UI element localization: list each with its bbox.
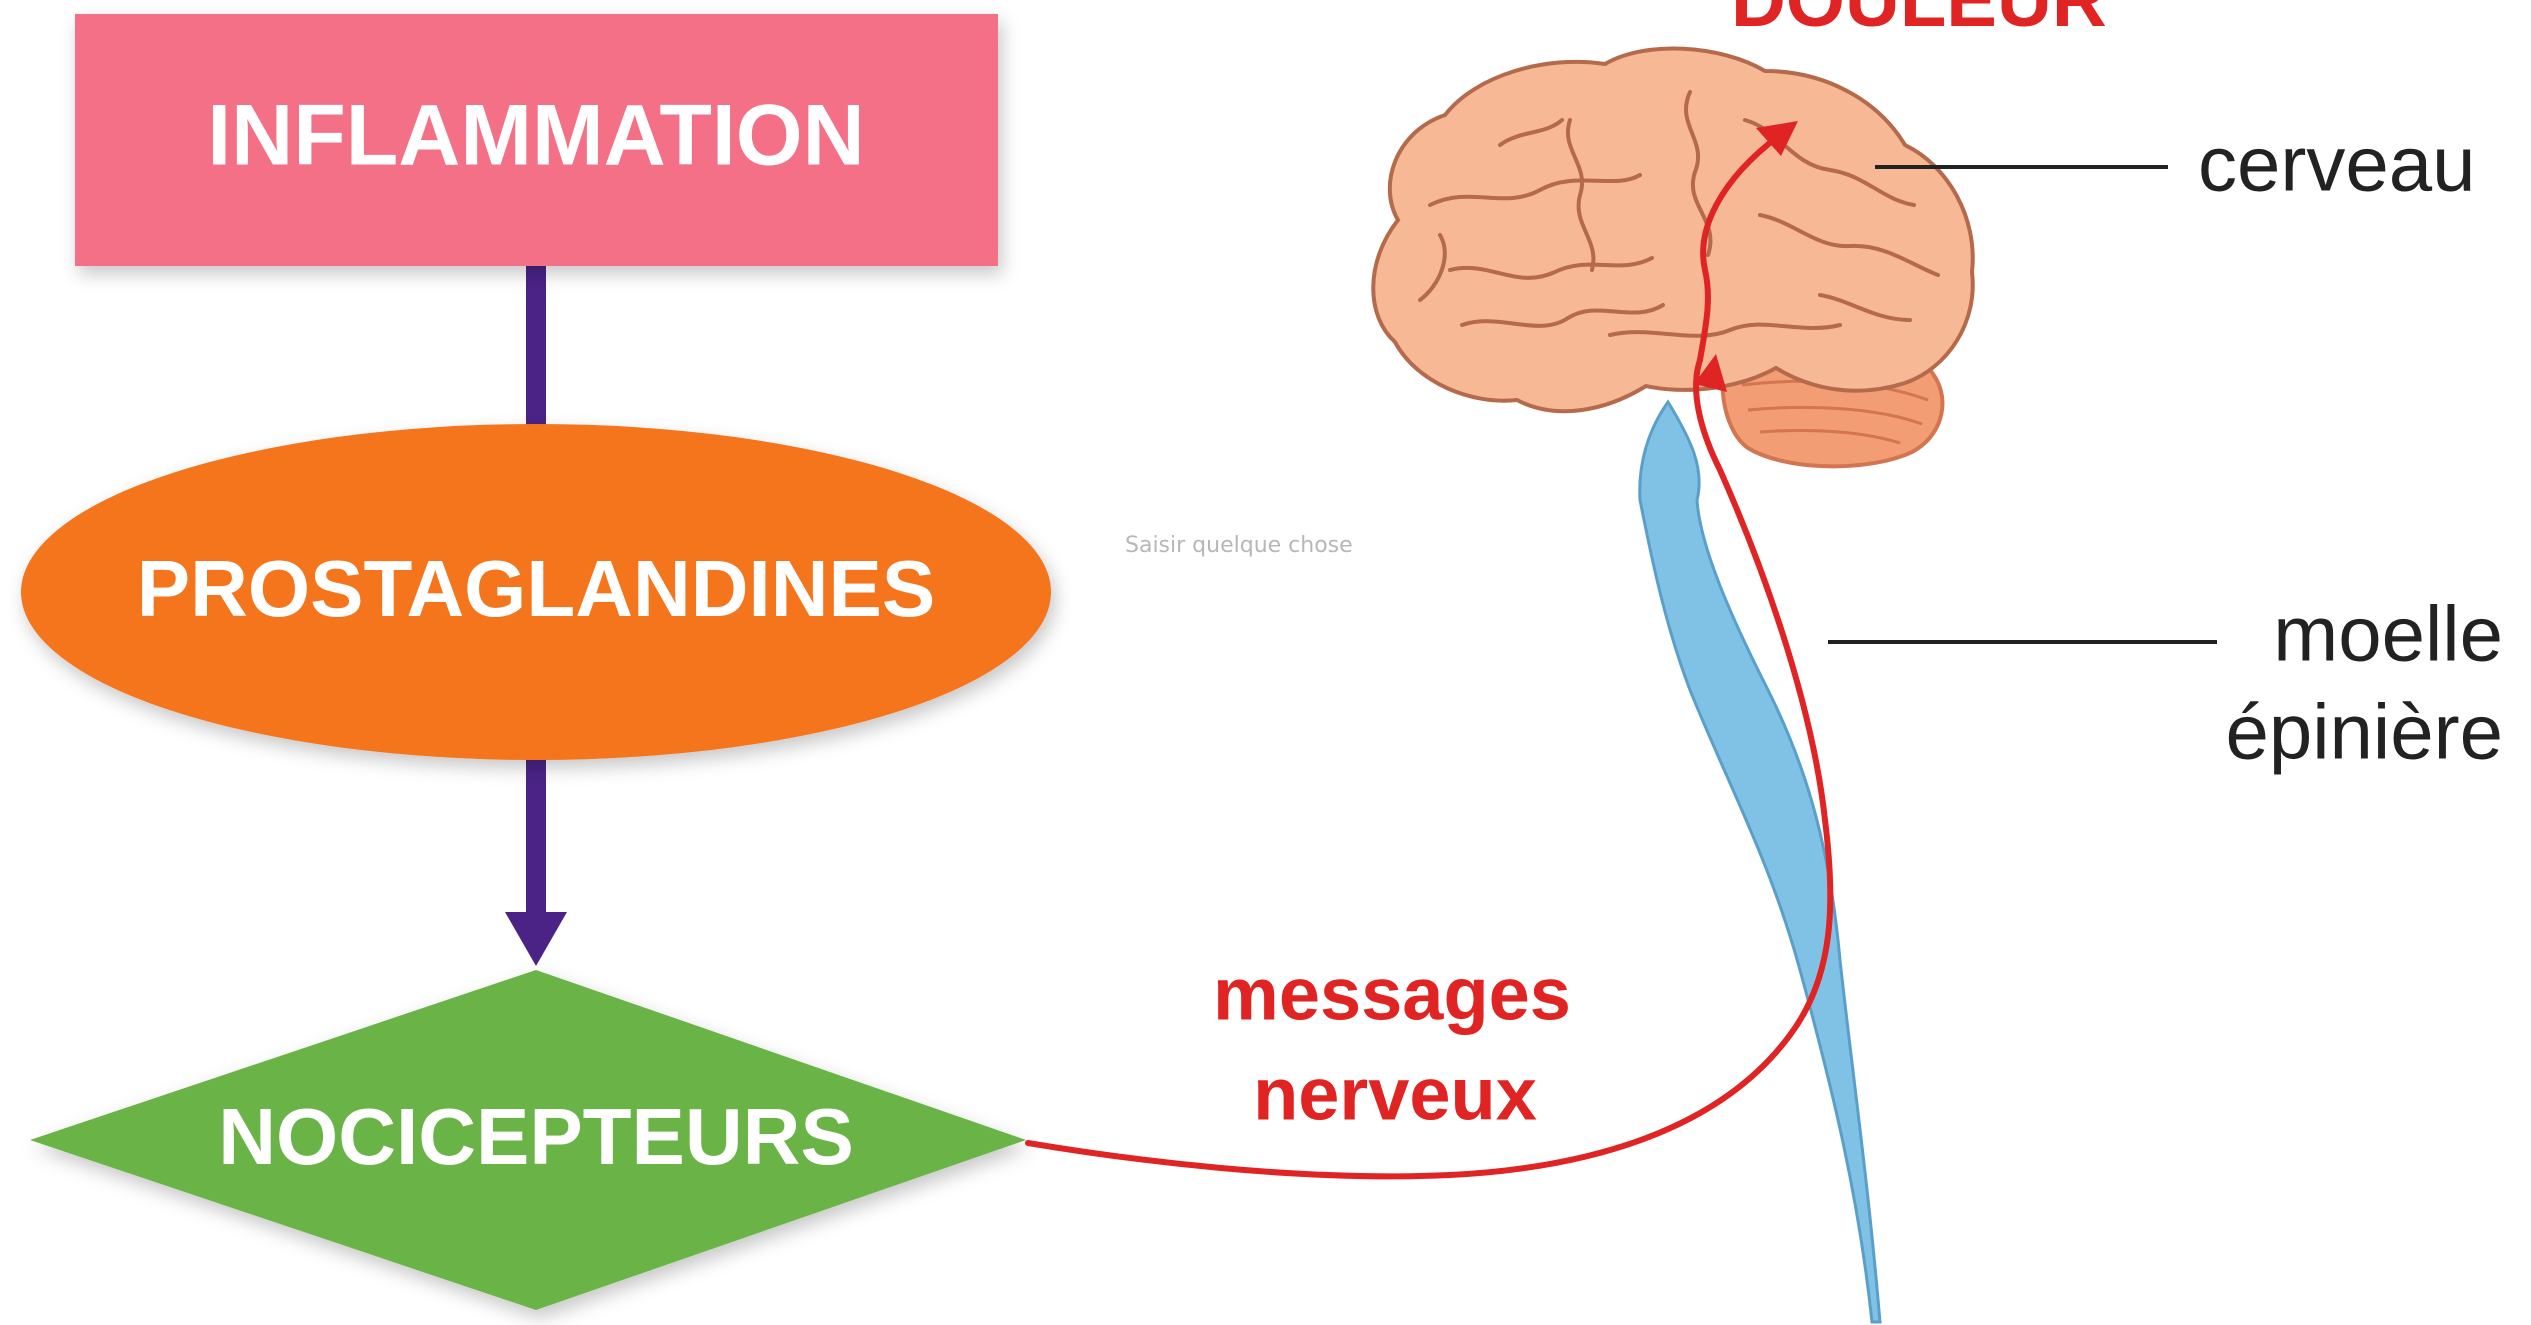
arrow-to-nocicepteurs xyxy=(505,912,567,966)
inflammation-label: INFLAMMATION xyxy=(207,88,865,184)
cerveau-label: cerveau xyxy=(2198,120,2476,208)
nocicepteurs-diamond xyxy=(30,970,1026,1310)
nerve-message-path xyxy=(1025,132,1834,1180)
nerve-arrow-lower xyxy=(1694,354,1727,392)
left-flowchart: INFLAMMATION PROSTAGLANDINES NOCICEPTEUR… xyxy=(21,14,1051,1310)
prostaglandines-ellipse xyxy=(21,424,1051,760)
inflammation-box xyxy=(75,14,998,266)
prostaglandines-label: PROSTAGLANDINES xyxy=(137,544,936,633)
spinal-cord xyxy=(1638,399,1882,1324)
nervous-system-illustration xyxy=(1025,46,2217,1324)
moelle-label: moelle xyxy=(2273,590,2503,678)
epiniere-label: épinière xyxy=(2225,688,2503,776)
douleur-label: DOULEUR xyxy=(1731,0,2107,43)
nerveux-label: nerveux xyxy=(1253,1053,1537,1136)
connector-prostaglandines-nocicepteurs xyxy=(526,750,546,920)
text-entry-placeholder: Saisir quelque chose xyxy=(1125,533,1353,558)
brain xyxy=(1371,46,1975,414)
connector-inflammation-prostaglandines xyxy=(526,258,546,438)
messages-label: messages xyxy=(1213,953,1571,1036)
nocicepteurs-label: NOCICEPTEURS xyxy=(218,1092,854,1181)
nerve-arrow-upper xyxy=(1756,121,1798,156)
